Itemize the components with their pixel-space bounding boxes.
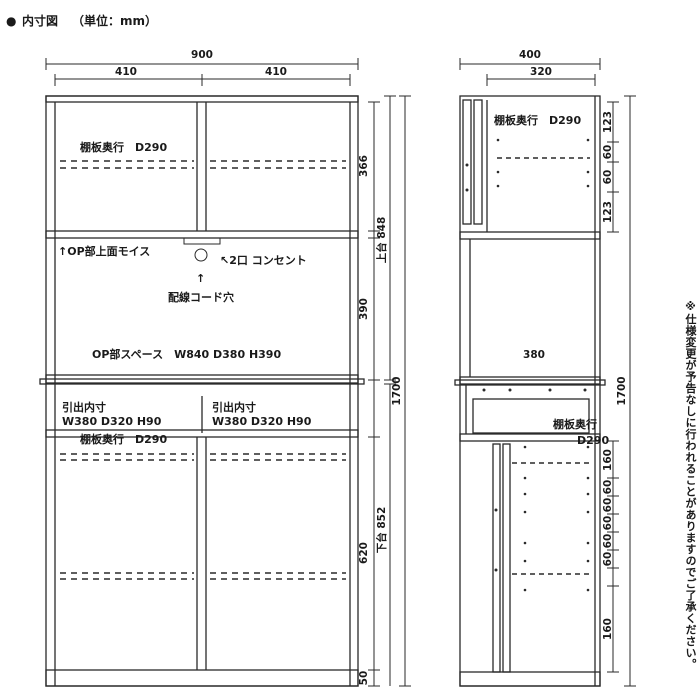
cord-hole-arrow: ↑ <box>196 272 205 285</box>
side-inner-depth: 320 <box>530 66 552 78</box>
side-view <box>454 58 636 687</box>
op-space-label: OP部スペース W840 D380 H390 <box>92 347 281 361</box>
side-total-depth: 400 <box>519 49 541 61</box>
front-width-dimensions <box>45 58 359 86</box>
side-lower-dims: 160 60 60 60 60 60 160 <box>602 449 614 640</box>
heading-unit: （単位：mm） <box>72 13 157 28</box>
side-op-depth: 380 <box>523 349 545 361</box>
dim-lower: 620 <box>358 542 370 564</box>
disclaimer-note: ※仕様変更が予告なしに行われることがありますのでご了承ください。 <box>684 300 697 670</box>
front-dim-total: 1700 <box>391 376 403 405</box>
dim-op: 390 <box>358 298 370 320</box>
drawer-left-size: W380 D320 H90 <box>62 415 162 428</box>
side-lower-dim: 60 <box>602 552 614 567</box>
cord-hole <box>183 237 221 262</box>
heading-title: 内寸図 <box>22 13 58 28</box>
side-shelf-lines <box>497 157 590 575</box>
front-upper-shelf-depth: 棚板奥行 D290 <box>80 140 167 154</box>
front-view <box>39 58 411 687</box>
dim-lower-total: 下台 852 <box>375 507 388 554</box>
heading: ● 内寸図 （単位：mm） <box>6 13 157 28</box>
front-left-width: 410 <box>115 66 137 78</box>
side-height-dimensions <box>607 95 636 687</box>
side-lower-dim: 60 <box>602 516 614 531</box>
side-dim-total: 1700 <box>616 376 628 405</box>
side-upper-dim: 123 <box>602 201 614 223</box>
side-lower-shelf-title: 棚板奥行 <box>553 417 597 431</box>
dim-base: 50 <box>358 671 370 686</box>
side-lower-shelf-value: D290 <box>577 434 609 447</box>
drawer-right-title: 引出内寸 <box>212 400 256 414</box>
drawer-left-title: 引出内寸 <box>62 400 106 414</box>
side-cabinet-frame <box>454 95 606 687</box>
side-lower-dim: 160 <box>602 618 614 640</box>
side-lower-dim: 60 <box>602 534 614 549</box>
front-right-width: 410 <box>265 66 287 78</box>
drawer-right-size: W380 D320 H90 <box>212 415 312 428</box>
op-moulding-label: ↑OP部上面モイス <box>58 244 150 258</box>
front-height-dimensions <box>368 95 411 687</box>
outlet-label: ↖2口 コンセント <box>220 254 307 267</box>
side-depth-dimensions <box>459 58 601 86</box>
dim-upper-total: 上台 848 <box>375 217 388 264</box>
side-lower-dim: 160 <box>602 449 614 471</box>
side-upper-shelf-depth: 棚板奥行 D290 <box>494 113 581 127</box>
side-upper-dim: 60 <box>602 145 614 160</box>
dim-upper: 366 <box>358 155 370 177</box>
side-upper-dim: 60 <box>602 170 614 185</box>
front-shelf-lines <box>60 160 346 580</box>
front-lower-shelf-depth: 棚板奥行 D290 <box>80 432 167 446</box>
front-total-width: 900 <box>191 49 213 61</box>
heading-bullet: ● <box>6 14 16 28</box>
side-lower-dim: 60 <box>602 498 614 513</box>
front-cabinet-frame <box>39 95 365 687</box>
cord-hole-label: 配線コード穴 <box>168 290 234 304</box>
side-upper-dims: 123 60 60 123 <box>602 111 614 223</box>
side-lower-dim: 60 <box>602 480 614 495</box>
side-shelf-pins <box>465 138 590 592</box>
side-upper-dim: 123 <box>602 111 614 133</box>
